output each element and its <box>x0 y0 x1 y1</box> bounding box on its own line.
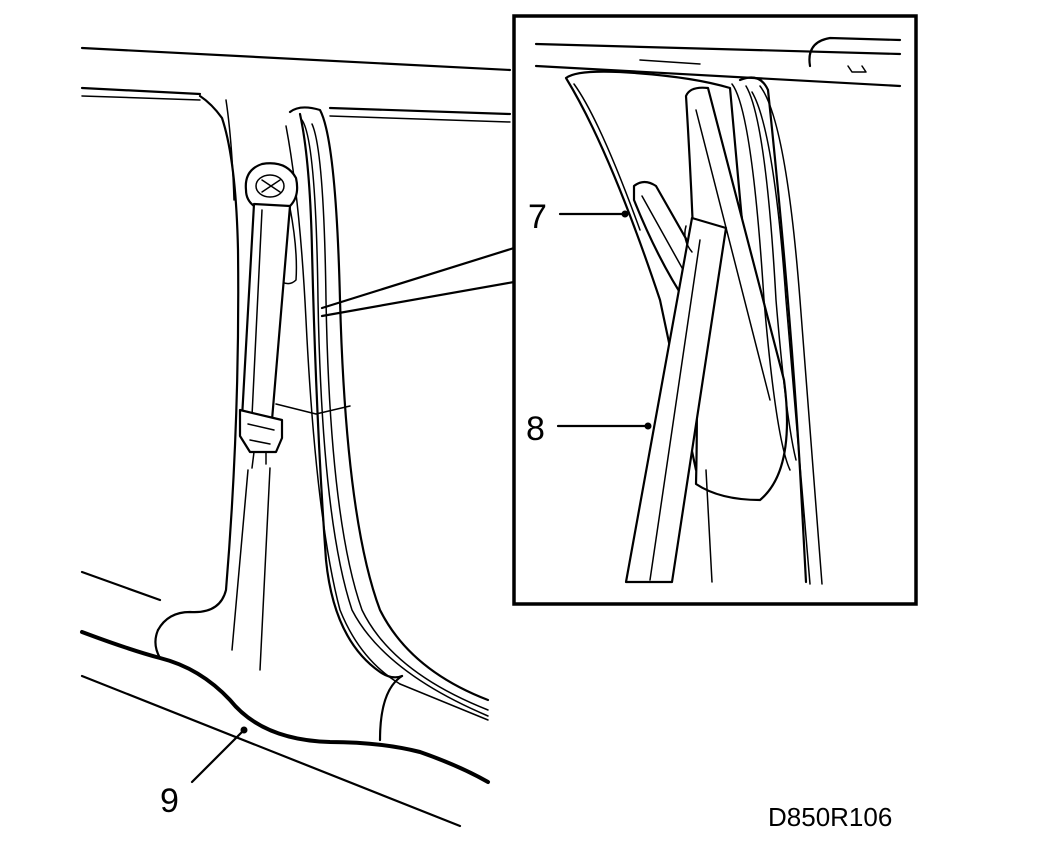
door-seal <box>301 119 489 717</box>
callout-8-label: 8 <box>526 410 545 448</box>
sill-rear-bulge <box>378 674 404 742</box>
seat-belt-webbing <box>240 202 292 422</box>
sill-rear-line <box>399 683 489 721</box>
sill-trim-edge <box>80 630 490 784</box>
b-pillar-trim-left <box>156 94 240 632</box>
drawing-code: D850R106 <box>768 802 892 832</box>
b-pillar-inner-edge <box>285 125 401 685</box>
belt-height-adjuster <box>238 408 284 469</box>
inset-roof-line <box>534 42 902 56</box>
callout-7-leader <box>558 210 629 218</box>
callout-9-label: 9 <box>160 782 179 820</box>
roof-rail-upper <box>80 46 512 72</box>
b-pillar-trim-right <box>298 112 404 679</box>
zoom-pointer <box>320 246 516 318</box>
callout-9-leader <box>190 726 248 784</box>
sill-front-bulge <box>154 628 162 660</box>
door-frame-inner <box>311 123 489 711</box>
door-frame-outer <box>288 106 490 702</box>
lower-belt-guide <box>231 467 271 671</box>
floor-line-lower <box>80 674 462 828</box>
detail-inset: 7 8 <box>512 14 918 606</box>
belt-anchor <box>244 162 299 285</box>
main-view: 9 <box>80 46 516 828</box>
callout-7-label: 7 <box>528 198 547 236</box>
roof-rail-lower <box>80 86 512 116</box>
roof-rail-inner <box>81 95 511 123</box>
inset-headliner-clip <box>808 36 902 68</box>
b-pillar-seam <box>225 99 235 201</box>
floor-line-upper <box>80 570 162 602</box>
inset-door-seal-outer <box>738 76 808 584</box>
callout-8-leader <box>556 422 652 430</box>
panel-edge <box>275 403 351 415</box>
